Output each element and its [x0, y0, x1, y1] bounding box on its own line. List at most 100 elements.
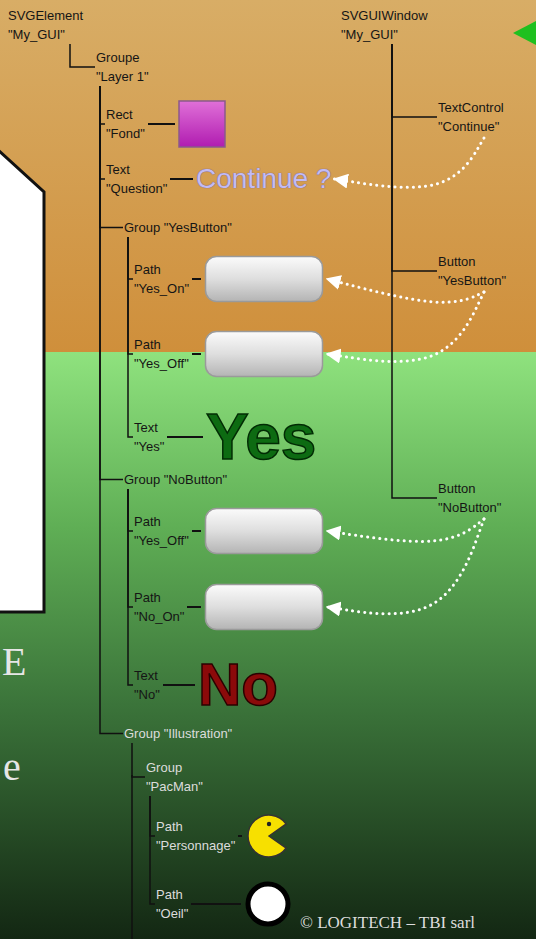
rendered-graphic — [204, 507, 324, 555]
tree-link — [100, 86, 123, 480]
element-label: "Yes_Off" — [134, 354, 189, 373]
binding-arrow — [327, 519, 484, 614]
tree-link — [128, 237, 133, 437]
tan-band — [0, 0, 536, 352]
element-label: SVGUIWindow — [341, 6, 428, 25]
label-column: Groupe"Layer 1" — [96, 48, 149, 86]
element-label: "PacMan" — [146, 777, 203, 796]
tree-node: Rect"Fond" — [106, 100, 226, 148]
tree-trunk — [131, 775, 133, 939]
label-column: Text"Yes" — [134, 418, 164, 456]
tree-link — [150, 796, 155, 904]
element-label: Path — [156, 885, 188, 904]
binding-arrow — [327, 292, 484, 361]
element-label: Button — [438, 479, 501, 498]
free-label: e — [3, 745, 21, 789]
label-column: TextControl"Continue" — [438, 98, 504, 136]
label-column: Group "Illustration" — [124, 724, 232, 743]
tree-link — [392, 44, 437, 271]
leader-line — [192, 353, 201, 355]
graphic-svg — [204, 583, 324, 631]
label-column: Path"Yes_On" — [134, 260, 189, 298]
binding-arrow — [334, 138, 484, 187]
rendered-text: Continue ? — [196, 162, 331, 196]
tree-node: Group "Illustration" — [124, 724, 232, 743]
pink-square — [179, 101, 225, 147]
label-column: Path"Oeil" — [156, 885, 188, 923]
graphic-svg — [204, 255, 324, 303]
rendered-graphic — [204, 330, 324, 378]
leader-line — [148, 123, 175, 125]
element-label: "My_GUI" — [8, 25, 83, 44]
rendered-graphic — [204, 255, 324, 303]
label-column: Text"No" — [134, 666, 160, 704]
element-label: Path — [156, 817, 235, 836]
tree-node: Path"Yes_Off" — [134, 507, 324, 555]
element-label: "YesButton" — [438, 271, 506, 290]
graphic-svg — [245, 812, 293, 860]
leader-line — [238, 835, 242, 837]
label-column: Button"NoButton" — [438, 479, 501, 517]
element-label: Group "YesButton" — [124, 218, 232, 237]
label-column: SVGElement"My_GUI" — [8, 6, 83, 44]
pacman-figure — [248, 815, 286, 857]
tree-link — [132, 743, 145, 777]
element-label: "Fond" — [106, 124, 145, 143]
rendered-text: Yes — [206, 405, 316, 469]
element-label: "Yes_On" — [134, 279, 189, 298]
rendered-graphic — [178, 100, 226, 148]
element-label: Text — [134, 418, 164, 437]
rendered-text: No — [198, 655, 278, 715]
tree-node: Text"Question" Continue ? — [106, 160, 331, 198]
leader-line — [163, 684, 195, 686]
rendered-graphic — [204, 583, 324, 631]
button-shape — [206, 257, 323, 302]
label-column: Group "YesButton" — [124, 218, 232, 237]
tree-node: Text"No" No — [134, 655, 278, 715]
tree-node: Groupe"Layer 1" — [96, 48, 149, 86]
label-column: Text"Question" — [106, 160, 167, 198]
tree-link — [392, 44, 437, 498]
label-column: SVGUIWindow"My_GUI" — [341, 6, 428, 44]
pacman-eye — [267, 822, 271, 826]
leader-line — [170, 178, 193, 180]
element-label: Rect — [106, 105, 145, 124]
green-triangle — [513, 21, 536, 45]
label-column: Path"Yes_Off" — [134, 512, 189, 550]
tree-node: Path"Personnage" — [156, 812, 293, 860]
leader-line — [192, 530, 201, 532]
element-label: Groupe — [96, 48, 149, 67]
leader-line — [191, 903, 241, 905]
tree-node: TextControl"Continue" — [438, 98, 504, 136]
element-label: "Continue" — [438, 117, 504, 136]
graphic-svg — [244, 880, 292, 928]
tree-node: Path"No_On" — [134, 583, 324, 631]
label-column: Button"YesButton" — [438, 252, 506, 290]
tree-node: Path"Oeil" — [156, 880, 292, 928]
tree-node: Path"Yes_On" — [134, 255, 324, 303]
free-label: © LOGITECH – TBI sarl — [300, 913, 475, 933]
tree-link — [128, 489, 133, 685]
element-label: "Yes" — [134, 437, 164, 456]
graphic-svg — [178, 100, 226, 148]
element-label: "Layer 1" — [96, 67, 149, 86]
tree-node: Text"Yes" Yes — [134, 405, 316, 469]
binding-arrow — [327, 519, 484, 541]
free-label: E — [2, 640, 26, 684]
tree-node: Group "NoButton" — [124, 470, 227, 489]
tree-link — [70, 44, 95, 67]
label-column: Path"No_On" — [134, 588, 184, 626]
leader-line — [192, 278, 201, 280]
element-label: Path — [134, 512, 189, 531]
leader-line — [187, 606, 201, 608]
element-label: Group "Illustration" — [124, 724, 232, 743]
element-label: "Personnage" — [156, 836, 235, 855]
element-label: Group — [146, 758, 203, 777]
tree-node: Group"PacMan" — [146, 758, 203, 796]
element-label: "Yes_Off" — [134, 531, 189, 550]
element-label: Text — [106, 160, 167, 179]
tree-node: Button"NoButton" — [438, 479, 501, 517]
element-label: Text — [134, 666, 160, 685]
